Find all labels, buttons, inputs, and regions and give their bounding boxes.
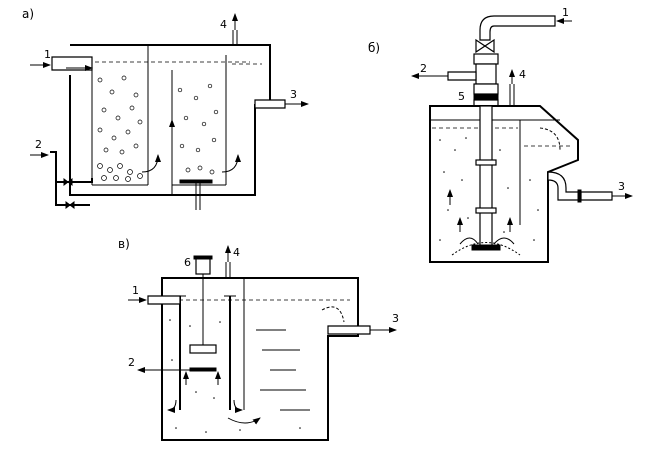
tank-v-body [161, 277, 359, 441]
diffuser-b [471, 244, 501, 251]
panel-b: б) 1 5 2 4 [368, 6, 633, 263]
label-b-1: 1 [562, 6, 569, 19]
panel-v-label: в) [118, 237, 130, 251]
outlet-pipe-a3 [254, 99, 286, 109]
valve-b [475, 38, 495, 54]
label-a-3: 3 [290, 88, 297, 101]
label-a-2: 2 [35, 138, 42, 151]
aerator-a [179, 179, 213, 184]
valve-a1 [63, 178, 73, 186]
label-v-6: 6 [184, 256, 191, 269]
label-v-2: 2 [128, 356, 135, 369]
air-line-b [447, 71, 477, 81]
label-b-2: 2 [420, 62, 427, 75]
bubbles-a1 [97, 75, 143, 182]
central-tube-b [479, 105, 493, 249]
outlet-pipe-b3 [547, 171, 581, 201]
nozzle-b5 [473, 93, 499, 101]
tank-a-body [69, 44, 271, 196]
mixer-head-b [475, 63, 497, 85]
label-b-3: 3 [618, 180, 625, 193]
label-a-1: 1 [44, 48, 51, 61]
flow-arrow-a1 [141, 154, 161, 173]
label-v-3: 3 [392, 312, 399, 325]
panel-b-label: б) [368, 41, 380, 55]
panel-a: а) [22, 7, 309, 210]
panel-a-label: а) [22, 7, 34, 21]
stipple-v [169, 319, 301, 433]
label-v-4: 4 [233, 246, 240, 259]
label-a-4: 4 [220, 18, 227, 31]
valve-a2 [65, 201, 75, 209]
label-b-5: 5 [458, 90, 465, 103]
flow-arrow-a2 [221, 154, 241, 173]
inlet-pipe-v1 [147, 295, 181, 305]
motor-v6 [195, 257, 211, 275]
label-v-1: 1 [132, 284, 139, 297]
impeller-v [189, 344, 217, 354]
outlet-pipe-v3 [327, 325, 371, 335]
panel-v: в) 6 [118, 237, 399, 441]
label-b-4: 4 [519, 68, 526, 81]
inlet-pipe-b1 [479, 15, 556, 41]
bubbles-a2 [177, 83, 219, 175]
stipple-b [439, 137, 539, 241]
tank-b-body [429, 105, 579, 263]
